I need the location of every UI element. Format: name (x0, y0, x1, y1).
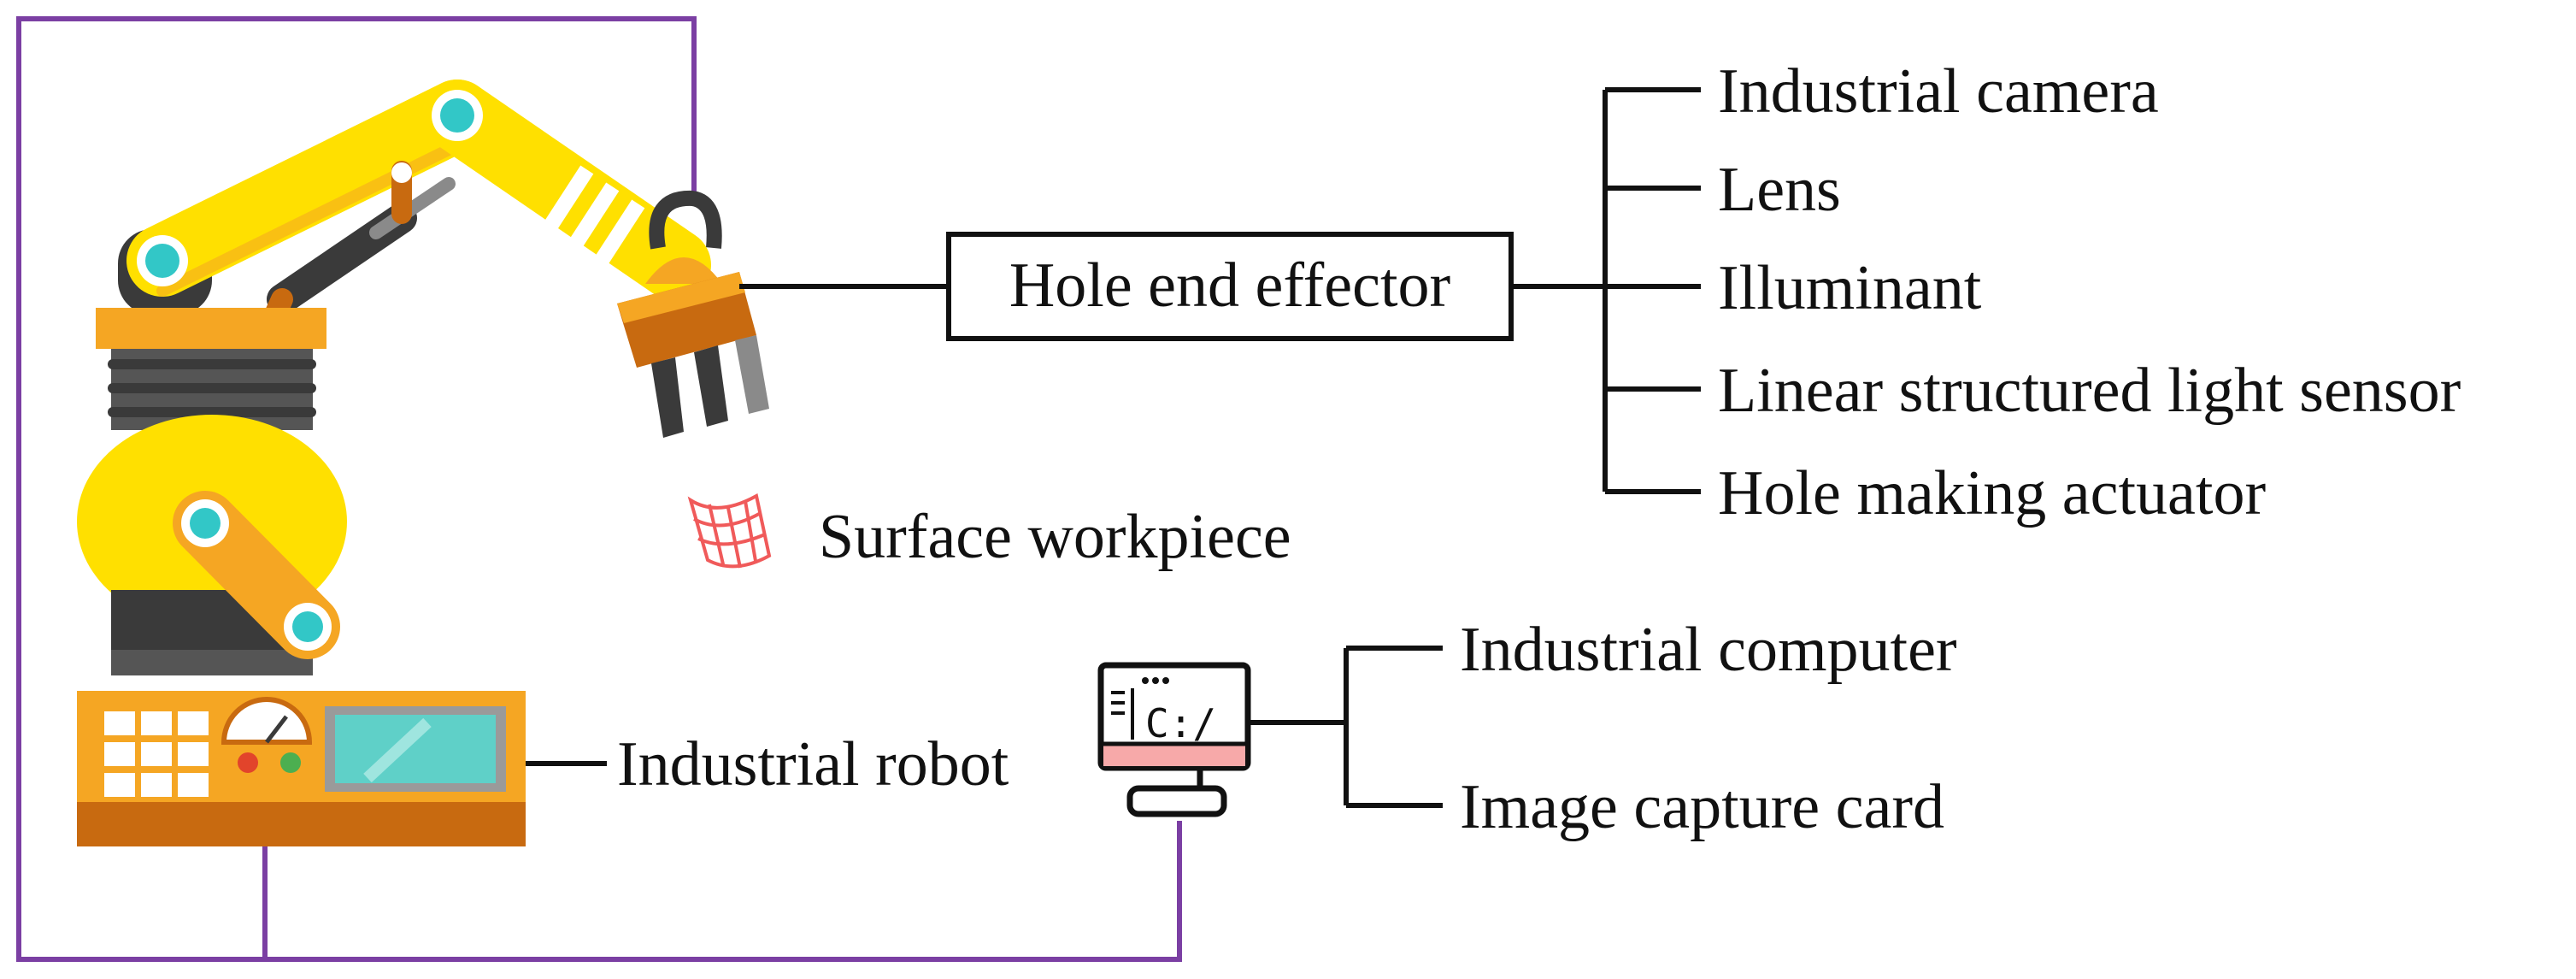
component-illuminant: Illuminant (1718, 253, 1982, 323)
component-industrial-camera: Industrial camera (1718, 56, 2159, 127)
hole-end-effector-box (946, 232, 1514, 341)
component-image-capture-card: Image capture card (1460, 772, 1944, 842)
industrial-robot-icon (77, 80, 769, 846)
hole-end-effector-label: Hole end effector (1009, 251, 1450, 321)
surface-workpiece-icon (687, 492, 772, 569)
component-linear-structured-light-sensor: Linear structured light sensor (1718, 356, 2461, 426)
connector-lines (526, 87, 1701, 808)
purple-wire (16, 16, 1182, 962)
component-industrial-computer: Industrial computer (1460, 615, 1957, 685)
computer-screen-text: C:/ (1145, 700, 1216, 746)
component-lens: Lens (1718, 155, 1841, 225)
industrial-robot-label: Industrial robot (617, 729, 1009, 799)
surface-workpiece-label: Surface workpiece (819, 502, 1291, 572)
component-hole-making-actuator: Hole making actuator (1718, 458, 2266, 528)
computer-icon: C:/ (1097, 662, 1251, 817)
